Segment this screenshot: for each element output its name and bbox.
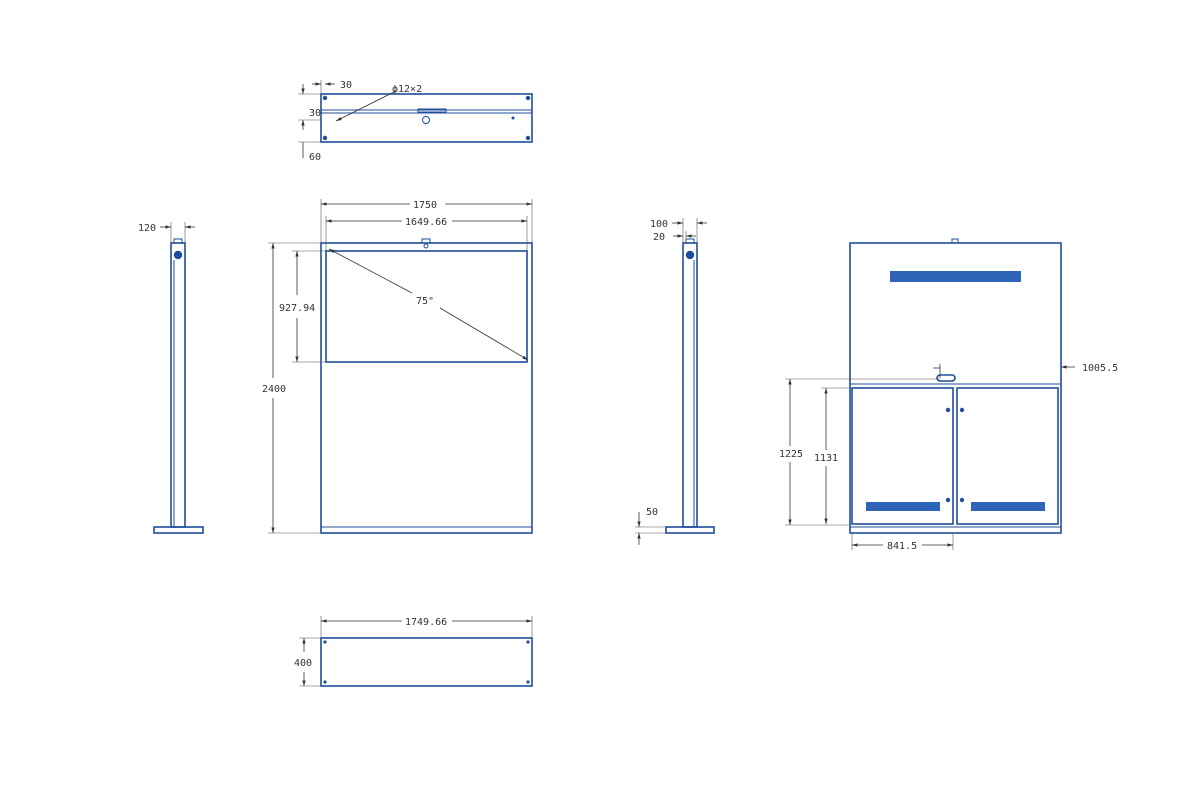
side-hole (173, 250, 183, 260)
dim-door-width: 841.5 (887, 541, 917, 552)
base-outline (320, 637, 533, 687)
door-hinge (945, 497, 951, 503)
right-side-hole (685, 250, 695, 260)
dim-top-offset-y: 30 (309, 108, 321, 119)
mounting-hole (322, 135, 328, 141)
dim-top-depth: 60 (309, 152, 321, 163)
dim-right-side-width: 100 (650, 219, 668, 230)
right-base-plate (665, 526, 715, 534)
front-view: 1750 1649.66 927.94 75" 2400 (262, 199, 533, 534)
side-column-outline (170, 242, 186, 528)
mounting-hole (525, 95, 531, 101)
top-vent-grille (890, 271, 1021, 282)
dim-base-height: 50 (646, 507, 658, 518)
top-view: 30 ϕ12×2 30 60 (298, 80, 533, 163)
bottom-view: 1749.66 400 (294, 616, 533, 687)
dim-screen-height: 927.94 (279, 303, 315, 314)
top-view-slot (417, 108, 447, 113)
rear-lock (936, 374, 956, 382)
left-side-view: 120 (138, 222, 204, 534)
cabinet-door-right (956, 387, 1059, 525)
front-frame (320, 242, 533, 534)
dim-upper-height: 1005.5 (1082, 363, 1118, 374)
cabinet-door-left (851, 387, 954, 525)
dim-right-side-offset: 20 (653, 232, 665, 243)
dim-base-depth: 400 (294, 658, 312, 669)
dim-hole-spec: ϕ12×2 (392, 84, 422, 95)
door-vent-left (866, 502, 940, 511)
dim-screen-diagonal: 75" (416, 296, 434, 307)
dim-screen-width: 1649.66 (405, 217, 447, 228)
base-hole (323, 640, 327, 644)
front-top-cap (421, 238, 431, 244)
side-base-plate (153, 526, 204, 534)
dim-cabinet-height-inner: 1131 (814, 453, 838, 464)
door-hinge (945, 407, 951, 413)
dim-base-length: 1749.66 (405, 617, 447, 628)
front-top-hole (423, 243, 429, 249)
dim-overall-height: 2400 (262, 384, 286, 395)
base-hole (323, 680, 327, 684)
mounting-hole (525, 135, 531, 141)
top-view-outline (320, 93, 533, 143)
door-hinge (959, 407, 965, 413)
side-top-cap (173, 238, 183, 244)
mounting-hole (511, 116, 515, 120)
dim-side-width: 120 (138, 223, 156, 234)
front-screen (325, 250, 528, 363)
dim-overall-width: 1750 (413, 200, 437, 211)
right-column-outline (682, 242, 698, 528)
right-side-view: 100 20 50 (635, 218, 715, 545)
base-hole (526, 640, 530, 644)
mounting-hole (322, 95, 328, 101)
rear-top-cap (951, 238, 959, 244)
dim-top-offset-x: 30 (340, 80, 352, 91)
top-view-center-hole (422, 116, 430, 124)
door-vent-right (971, 502, 1045, 511)
base-hole (526, 680, 530, 684)
hole-leader (335, 90, 397, 122)
door-hinge (959, 497, 965, 503)
dim-cabinet-height-outer: 1225 (779, 449, 803, 460)
rear-view: 1005.5 1225 1131 841.5 (779, 238, 1118, 552)
